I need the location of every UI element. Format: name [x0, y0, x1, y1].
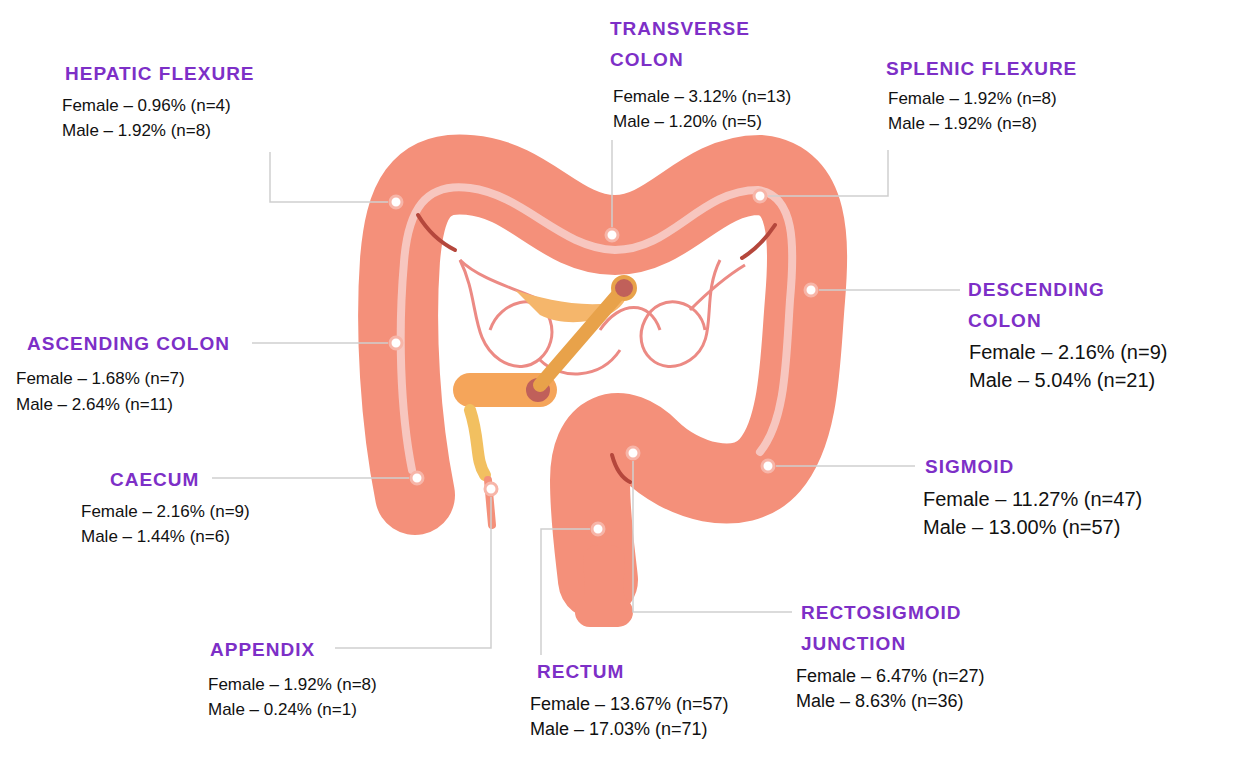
section-heading: RECTUM — [537, 656, 687, 687]
colon — [398, 174, 807, 580]
percentage-value: Male – 1.44% (n=6) — [81, 526, 230, 548]
section-heading: ASCENDING COLON — [27, 328, 267, 359]
percentage-value: Female – 2.16% (n=9) — [81, 501, 250, 523]
percentage-value: Male – 8.63% (n=36) — [796, 690, 964, 712]
taenia — [401, 187, 793, 470]
percentage-value: Female – 1.92% (n=8) — [208, 674, 377, 696]
leader-lines — [212, 140, 960, 655]
percentage-value: Female – 1.92% (n=8) — [888, 88, 1057, 110]
marker-dots — [390, 190, 817, 535]
percentage-value: Male – 1.92% (n=8) — [888, 113, 1037, 135]
percentage-value: Male – 5.04% (n=21) — [969, 369, 1155, 391]
section-heading: HEPATIC FLEXURE — [65, 58, 305, 89]
percentage-value: Female – 1.68% (n=7) — [16, 368, 185, 390]
percentage-value: Female – 2.16% (n=9) — [969, 341, 1167, 363]
percentage-value: Female – 3.12% (n=13) — [613, 86, 791, 108]
percentage-value: Male – 2.64% (n=11) — [16, 394, 173, 416]
percentage-value: Male – 1.20% (n=5) — [613, 111, 762, 133]
percentage-value: Female – 6.47% (n=27) — [796, 665, 985, 687]
folds — [418, 215, 775, 482]
duct-end — [613, 277, 635, 299]
section-heading: SPLENIC FLEXURE — [886, 53, 1126, 84]
section-heading: SIGMOID — [925, 451, 1075, 482]
section-heading: APPENDIX — [210, 634, 360, 665]
percentage-value: Female – 11.27% (n=47) — [923, 488, 1142, 510]
section-heading: TRANSVERSE COLON — [610, 13, 775, 75]
section-heading: CAECUM — [110, 464, 260, 495]
percentage-value: Male – 17.03% (n=71) — [530, 718, 708, 740]
percentage-value: Male – 1.92% (n=8) — [62, 120, 211, 142]
percentage-value: Female – 13.67% (n=57) — [530, 693, 729, 715]
rectum-end — [590, 560, 618, 612]
section-heading: DESCENDING COLON — [968, 274, 1138, 336]
percentage-value: Male – 13.00% (n=57) — [923, 516, 1120, 538]
percentage-value: Male – 0.24% (n=1) — [208, 699, 357, 721]
section-heading: RECTOSIGMOID JUNCTION — [801, 597, 996, 659]
percentage-value: Female – 0.96% (n=4) — [62, 95, 231, 117]
ileum-tail — [470, 410, 485, 475]
duct — [540, 290, 622, 385]
